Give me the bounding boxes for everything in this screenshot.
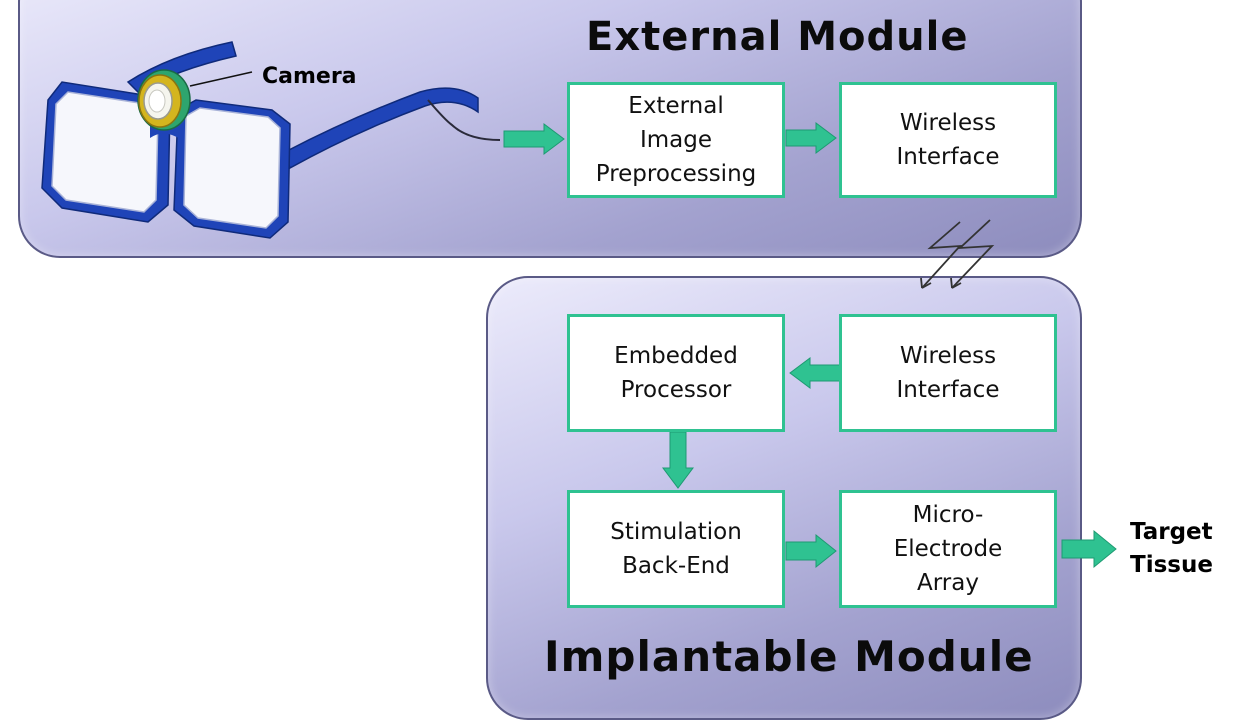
block-micro-electrode-array: Micro- Electrode Array <box>839 490 1057 608</box>
wireless-link-icon <box>920 219 995 289</box>
arrow-electrode-to-target <box>1061 529 1117 569</box>
external-module-title: External Module <box>586 14 969 60</box>
arrow-stimulation-to-electrode <box>785 533 837 569</box>
glasses-icon <box>41 41 501 239</box>
camera-icon <box>137 69 253 131</box>
camera-label: Camera <box>262 64 357 89</box>
block-embedded-processor: Embedded Processor <box>567 314 785 432</box>
block-external-image-preprocessing: External Image Preprocessing <box>567 82 785 198</box>
target-tissue-label: Target Tissue <box>1130 519 1213 578</box>
implantable-module-title: Implantable Module <box>544 632 1034 681</box>
block-implant-wireless-interface: Wireless Interface <box>839 314 1057 432</box>
arrow-wireless-to-processor <box>789 357 841 389</box>
arrows <box>503 122 1117 569</box>
block-stimulation-back-end: Stimulation Back-End <box>567 490 785 608</box>
diagram-graphics <box>41 41 1117 569</box>
arrow-preprocessing-to-wireless <box>785 122 837 154</box>
block-external-wireless-interface: Wireless Interface <box>839 82 1057 198</box>
arrow-processor-to-stimulation <box>662 431 694 489</box>
arrow-cable-to-preprocessing <box>503 123 565 155</box>
